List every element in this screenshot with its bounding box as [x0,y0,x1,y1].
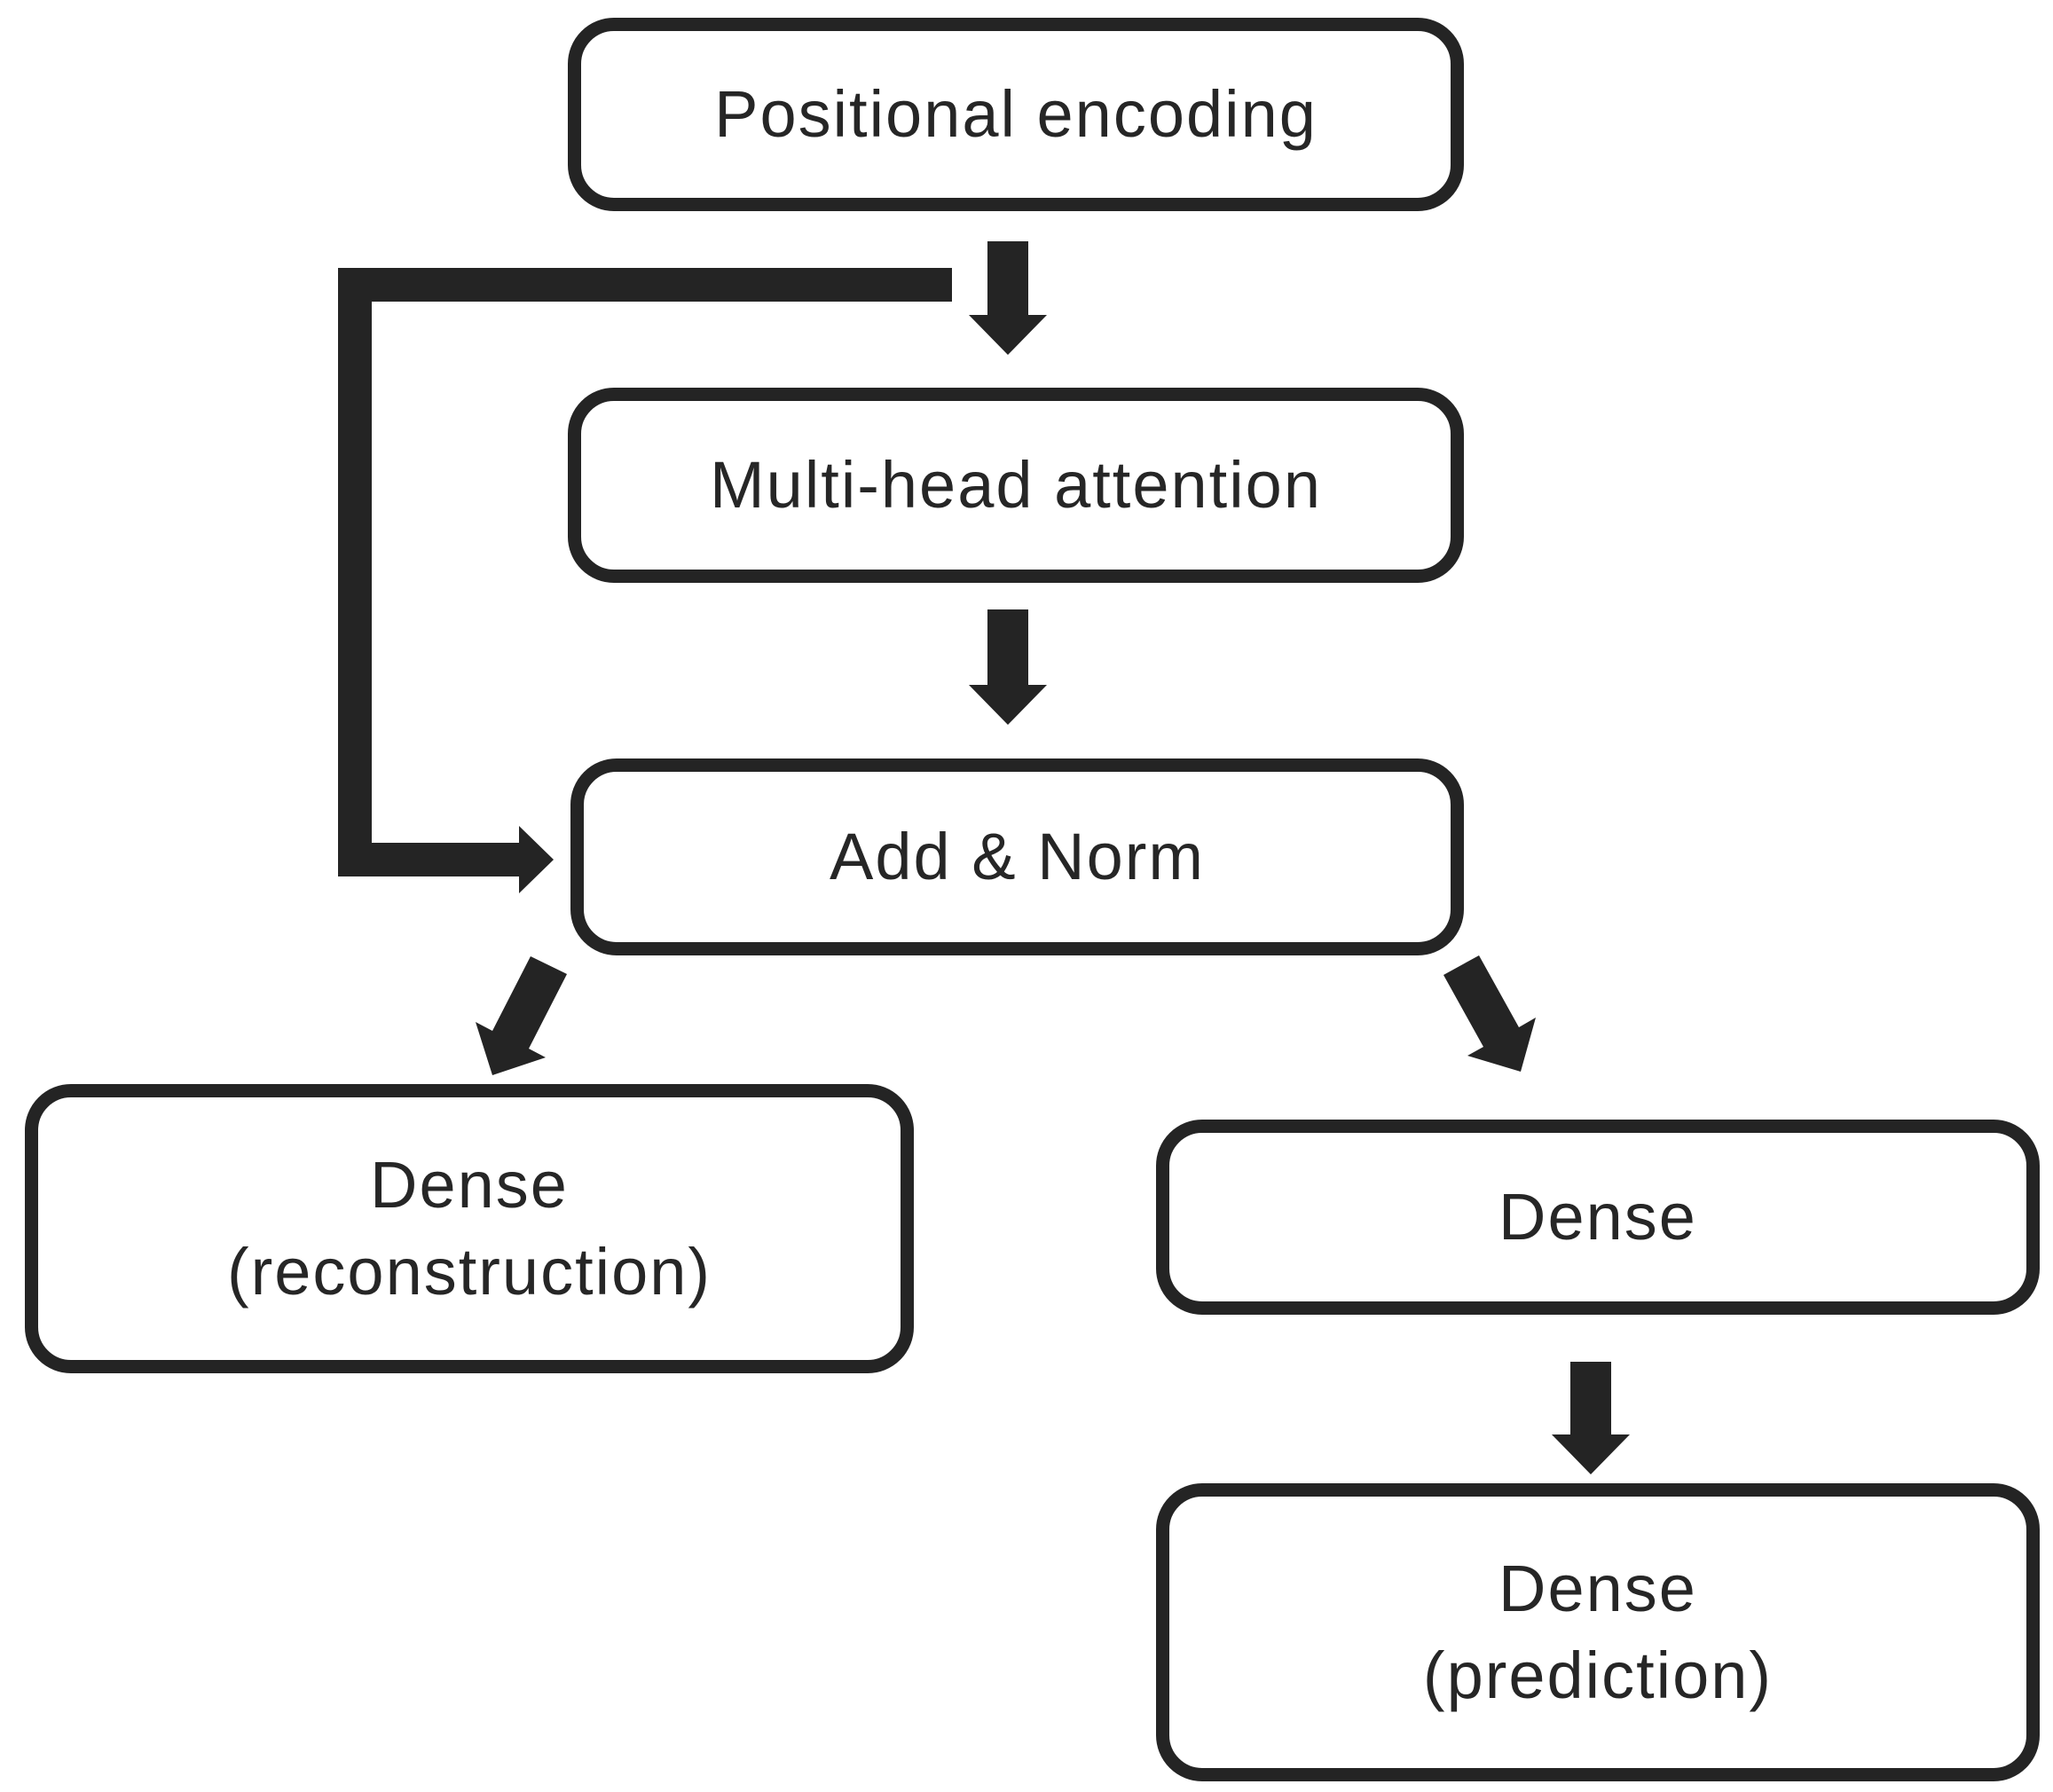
node-add-norm: Add & Norm [570,758,1464,955]
node-label: Multi-head attention [710,448,1322,523]
node-dense-reconstruction: Dense (reconstruction) [25,1084,914,1373]
edge-skip-connection-arrowhead [519,826,554,893]
edge-multi-head-attention-to-add-norm [969,609,1047,725]
node-dense-prediction: Dense (prediction) [1156,1483,2040,1781]
node-label: Add & Norm [829,820,1206,894]
node-positional-encoding: Positional encoding [568,18,1464,211]
edge-add-norm-to-dense [1443,955,1536,1072]
edge-skip-connection-line [338,268,952,876]
edge-positional-encoding-to-multi-head-attention [969,241,1047,355]
edge-dense-to-dense-prediction [1552,1362,1630,1474]
node-label: Positional encoding [714,77,1318,152]
node-sublabel: (reconstruction) [226,1235,712,1309]
edge-add-norm-to-dense-reconstruction [476,956,567,1075]
node-label: Dense [1498,1180,1697,1254]
node-label: Dense [1498,1552,1697,1626]
node-dense: Dense [1156,1120,2040,1315]
node-multi-head-attention: Multi-head attention [568,388,1464,583]
node-label: Dense [370,1148,569,1222]
node-sublabel: (prediction) [1422,1639,1774,1712]
